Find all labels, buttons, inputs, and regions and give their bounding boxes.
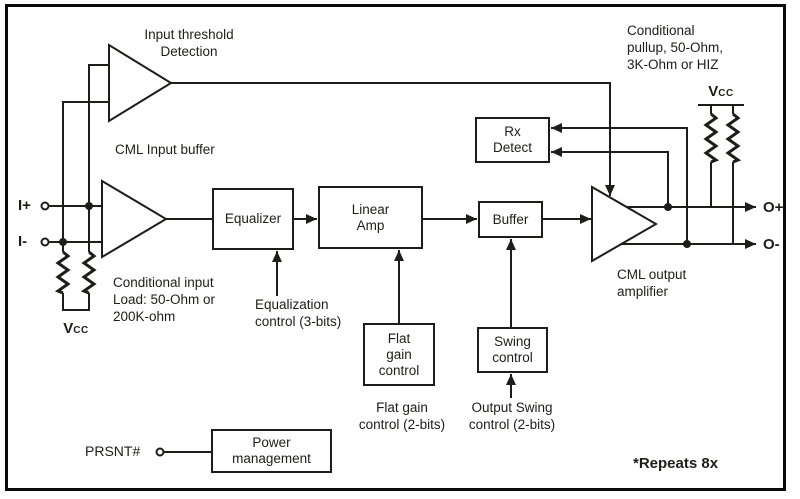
swing-control-block: Swing control [477,327,548,373]
vcc-subscript: CC [73,325,89,336]
i-minus-label: I- [18,233,28,250]
resistors [54,112,742,295]
vcc-letter: V [63,320,74,337]
conditional-pullup-label: Conditional pullup, 50-Ohm, 3K-Ohm or HI… [627,23,724,72]
flat-gain-control-block: Flat gain control [363,323,435,386]
input-resistor-left [54,250,71,295]
prsnt-label: PRSNT# [85,443,141,459]
input-threshold-triangle [108,43,173,123]
pullup-resistor-right [725,112,742,164]
prsnt-terminal [155,447,165,457]
o-minus-label: O- [763,236,780,253]
vcc-subscript: CC [718,88,734,99]
i-minus-branch-wire [62,101,110,242]
input-resistor-right [80,250,97,295]
equalization-control-label: Equalization control (3-bits) [255,297,342,329]
junction-dot [59,238,67,246]
equalizer-block: Equalizer [212,188,294,250]
cml-input-buffer-triangle [101,179,168,259]
i-plus-label: I+ [18,197,31,214]
cml-input-buffer-label: CML Input buffer [115,142,215,157]
junction-dot [683,240,691,248]
signal-wires [49,64,756,453]
rx-detect-sense-wire-upper [551,123,688,244]
output-swing-control-label: Output Swing control (2-bits) [468,400,556,432]
flat-gain-control-label: Flat gain control (2-bits) [358,400,446,432]
junction-dot [85,202,93,210]
rx-detect-block: Rx Detect [475,117,550,163]
power-management-block: Power management [211,429,332,473]
pullup-resistor-left [703,112,720,164]
input-threshold-label: Input threshold Detection [144,27,234,59]
i-plus-terminal [40,201,50,211]
buffer-block: Buffer [478,201,543,238]
rx-detect-sense-wire-lower [551,147,669,207]
conditional-input-load-label: Conditional input Load: 50-Ohm or 200K-o… [113,275,216,324]
cml-output-amplifier-triangle [591,185,658,263]
linear-amp-block: Linear Amp [318,186,423,249]
junction-dots [59,202,691,248]
i-minus-terminal [40,237,50,247]
diagram-border [5,4,786,491]
amplifier-triangles [101,43,658,263]
cml-output-amplifier-label: CML output amplifier [617,267,687,299]
threshold-detect-output-wire [171,82,615,196]
i-plus-branch-wire [88,64,110,206]
o-plus-label: O+ [763,199,784,216]
vcc-letter: V [708,83,719,100]
repeats-note: *Repeats 8x [633,455,719,472]
junction-dot [664,203,672,211]
terminals [40,201,165,457]
